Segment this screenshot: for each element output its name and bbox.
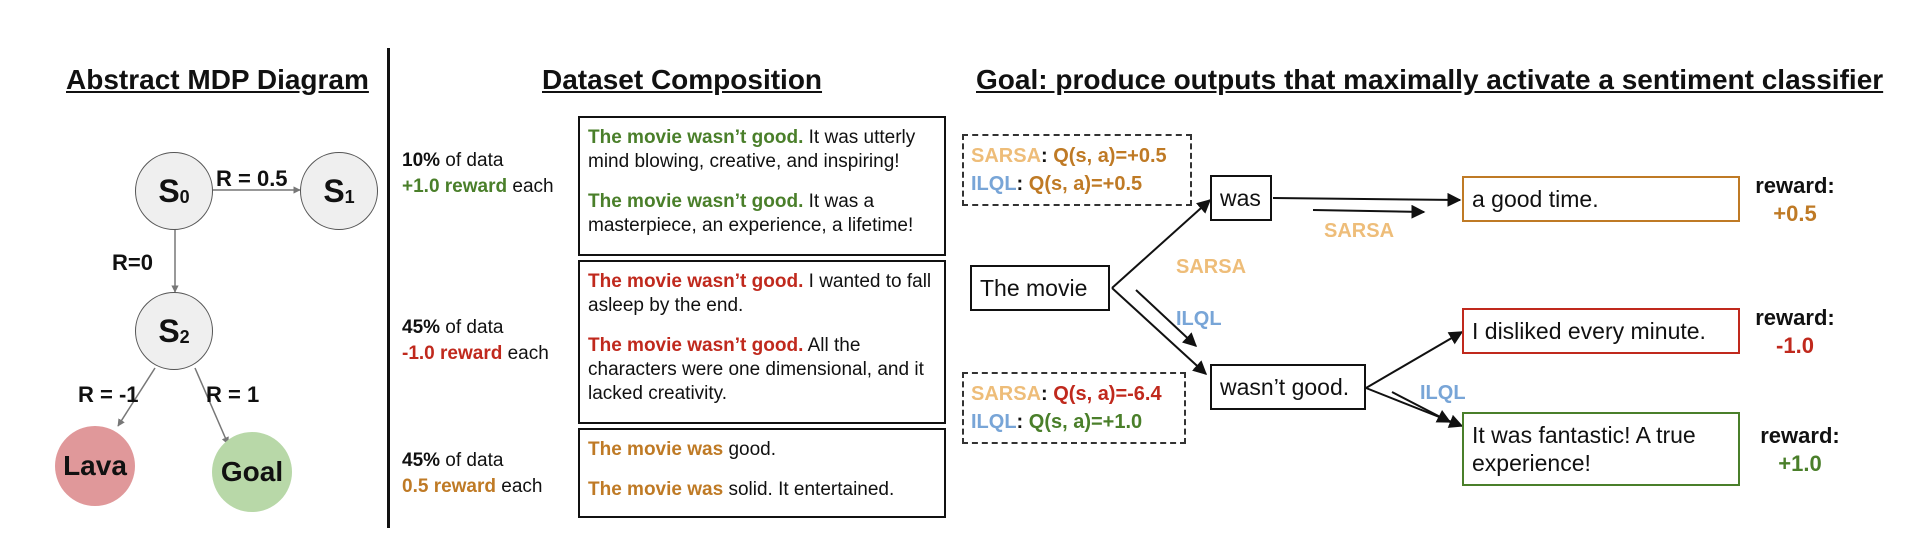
- output-disliked: I disliked every minute.: [1462, 308, 1740, 354]
- dataset-group-2-label: 45% of data -1.0 reward each: [402, 317, 549, 364]
- label-sarsa-top: SARSA: [1324, 220, 1395, 242]
- terminal-lava: Lava: [55, 426, 135, 506]
- label-ilql-bottom: ILQL: [1420, 382, 1466, 404]
- arrow-wasnt-disliked: [1365, 331, 1464, 389]
- edge-label-s2-goal: R = 1: [206, 382, 260, 407]
- example-3-2: The movie was solid. It entertained.: [588, 479, 895, 500]
- section-divider: [387, 48, 390, 528]
- arrow-movie-was: [1111, 199, 1212, 289]
- edge-label-s2-lava: R = -1: [78, 382, 139, 407]
- dataset-group-3-label: 45% of data 0.5 reward each: [402, 450, 543, 497]
- dataset-group-3-examples: The movie was good. The movie was solid.…: [578, 428, 946, 518]
- label-sarsa-mid: SARSA: [1176, 256, 1247, 278]
- example-3-1: The movie was good.: [588, 439, 776, 460]
- example-2-2: The movie wasn’t good. All the character…: [588, 335, 924, 404]
- dataset-group-2-examples: The movie wasn’t good. I wanted to fall …: [578, 260, 946, 424]
- example-2-1: The movie wasn’t good. I wanted to fall …: [588, 271, 932, 316]
- arrow-was-goodtime: [1272, 192, 1462, 207]
- output-fantastic: It was fantastic! A true experience!: [1462, 412, 1740, 486]
- example-1-1: The movie wasn’t good. It was utterly mi…: [588, 127, 916, 172]
- edge-label-s0-s2: R=0: [112, 250, 153, 275]
- dataset-title: Dataset Composition: [542, 64, 823, 95]
- mdp-title: Abstract MDP Diagram: [66, 64, 369, 95]
- terminal-goal: Goal: [212, 432, 292, 512]
- reward-disliked: reward: -1.0: [1755, 305, 1835, 358]
- edge-label-s0-s1: R = 0.5: [216, 166, 288, 191]
- q-values-top: SARSA: Q(s, a)=+0.5 ILQL: Q(s, a)=+0.5: [962, 134, 1192, 206]
- token-was: was: [1210, 175, 1272, 221]
- arrow-ilql-wasnt-fantastic: [1391, 391, 1452, 423]
- arrow-sarsa-was-goodtime: [1312, 204, 1426, 219]
- example-1-2: The movie wasn’t good. It was a masterpi…: [588, 191, 914, 236]
- arrow-ilql-movie-wasnt: [1135, 289, 1198, 347]
- token-wasnt-good: wasn’t good.: [1210, 364, 1366, 410]
- dataset-group-1-examples: The movie wasn’t good. It was utterly mi…: [578, 116, 946, 256]
- reward-good-time: reward: +0.5: [1755, 173, 1835, 226]
- token-the-movie: The movie: [970, 265, 1110, 311]
- reward-fantastic: reward: +1.0: [1760, 423, 1840, 476]
- arrow-movie-wasnt: [1111, 287, 1208, 375]
- label-ilql-mid: ILQL: [1176, 308, 1222, 330]
- edge-s2-lava: [117, 367, 156, 427]
- q-values-bottom: SARSA: Q(s, a)=-6.4 ILQL: Q(s, a)=+1.0: [962, 372, 1186, 444]
- dataset-group-1-label: 10% of data +1.0 reward each: [402, 150, 554, 197]
- edge-s2-goal: [194, 367, 229, 445]
- goal-title: Goal: produce outputs that maximally act…: [976, 64, 1884, 95]
- output-good-time: a good time.: [1462, 176, 1740, 222]
